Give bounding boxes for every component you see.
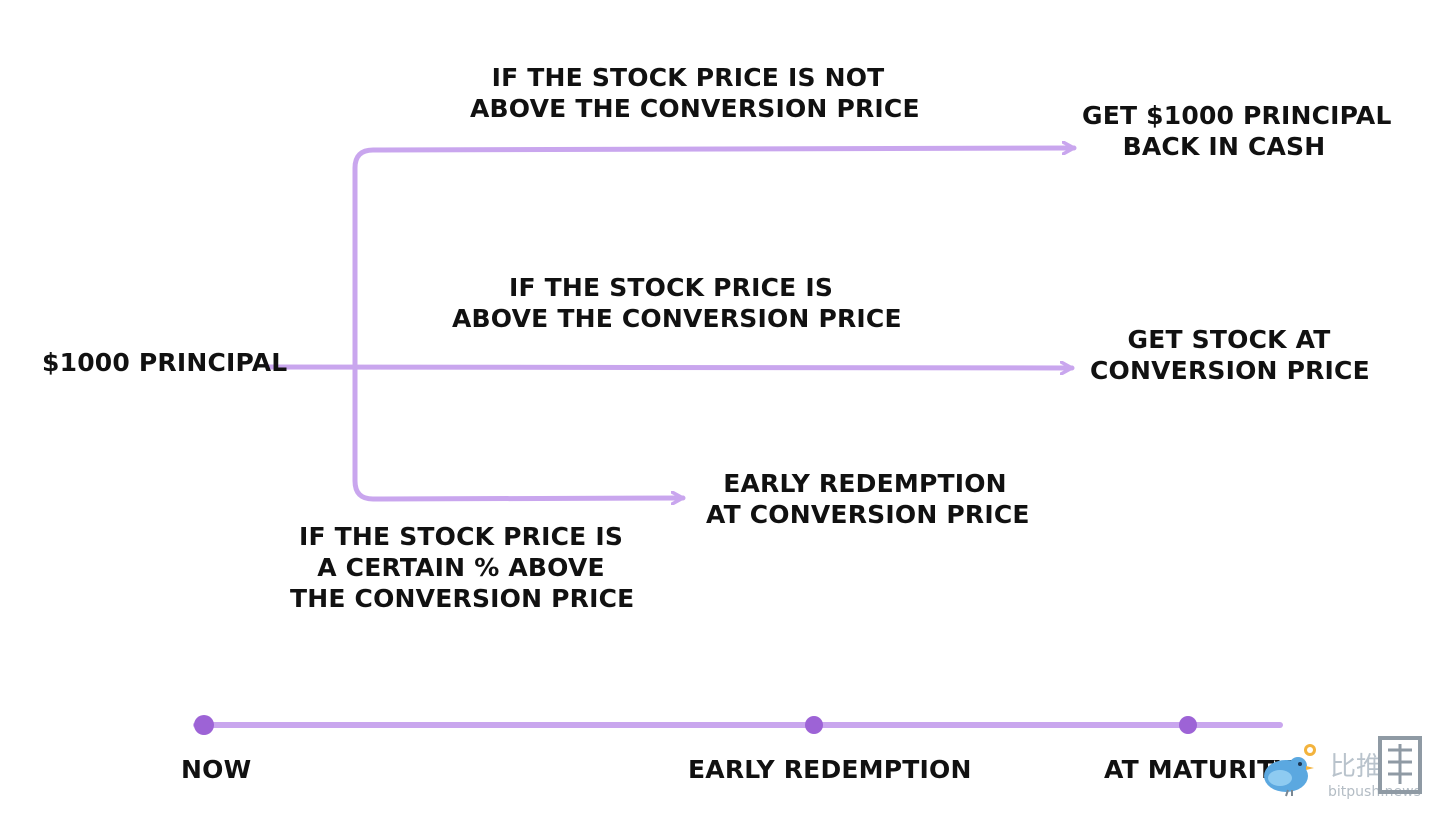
principal-label: $1000 PRINCIPAL (42, 347, 287, 378)
condition-line: IF THE STOCK PRICE IS (508, 273, 834, 302)
outcome-early-redemption-label: EARLY REDEMPTION AT CONVERSION PRICE (706, 468, 1030, 530)
watermark-stamp-icon (1378, 736, 1422, 794)
condition-line: IF THE STOCK PRICE IS NOT (491, 63, 885, 92)
arrow-principal-to-stock (265, 367, 1075, 368)
condition-line: A CERTAIN % ABOVE (317, 553, 605, 582)
timeline-dot-now (194, 715, 214, 735)
outcome-line: EARLY REDEMPTION (723, 469, 1007, 498)
watermark-english-text: bitpush.news (1328, 784, 1421, 800)
condition-not-above-label: IF THE STOCK PRICE IS NOT ABOVE THE CONV… (470, 62, 920, 124)
watermark-chinese-text: 比推 (1330, 752, 1383, 782)
outcome-line: GET $1000 PRINCIPAL (1082, 101, 1392, 130)
timeline-label-now: NOW (181, 755, 252, 784)
condition-line: IF THE STOCK PRICE IS (298, 522, 624, 551)
timeline-label-early-redemption: EARLY REDEMPTION (688, 755, 972, 784)
outcome-line: CONVERSION PRICE (1090, 356, 1370, 385)
timeline-label-maturity: AT MATURITY (1104, 755, 1293, 784)
condition-line: THE CONVERSION PRICE (290, 584, 635, 613)
outcome-line: AT CONVERSION PRICE (706, 500, 1030, 529)
outcome-line: BACK IN CASH (1122, 132, 1326, 161)
condition-line: ABOVE THE CONVERSION PRICE (452, 304, 902, 333)
outcome-line: GET STOCK AT (1127, 325, 1331, 354)
timeline-dot-maturity (1179, 716, 1197, 734)
principal-label-text: $1000 PRINCIPAL (42, 348, 288, 377)
outcome-stock-label: GET STOCK AT CONVERSION PRICE (1090, 324, 1370, 386)
timeline-dot-early-redemption (805, 716, 823, 734)
outcome-cash-label: GET $1000 PRINCIPAL BACK IN CASH (1082, 100, 1392, 162)
watermark: 比推 bitpush.news (1258, 734, 1448, 804)
condition-line: ABOVE THE CONVERSION PRICE (470, 94, 920, 123)
arrow-branch-to-early-redemption (352, 364, 686, 499)
bird-logo-icon (1264, 744, 1316, 797)
condition-above-label: IF THE STOCK PRICE IS ABOVE THE CONVERSI… (452, 272, 902, 334)
arrow-branch-to-cash (352, 148, 1077, 370)
condition-certain-above-label: IF THE STOCK PRICE IS A CERTAIN % ABOVE … (290, 521, 635, 614)
